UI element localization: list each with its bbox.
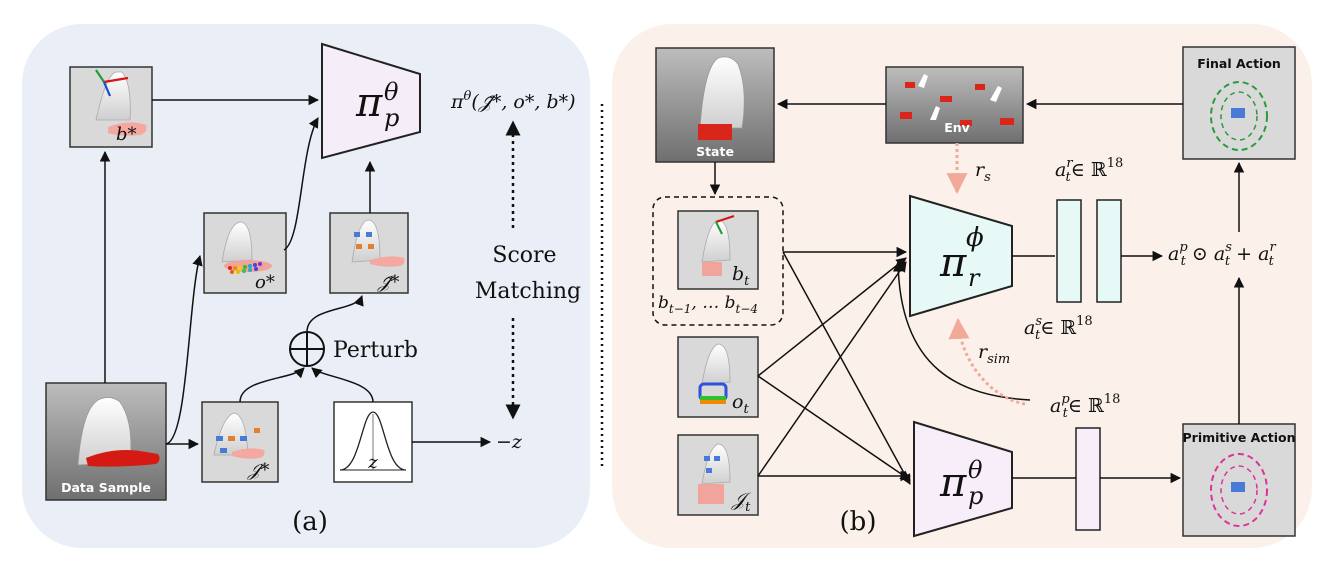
svg-text:π: π bbox=[939, 240, 967, 286]
perturb-sum-node bbox=[289, 331, 325, 367]
svg-text:ϕ: ϕ bbox=[966, 223, 984, 253]
perturb-label: Perturb bbox=[333, 338, 418, 363]
action-bar-residual-r bbox=[1096, 199, 1122, 303]
svg-text:p: p bbox=[968, 482, 983, 510]
panel-a: b* Data Sample o* bbox=[22, 24, 590, 548]
r-sim-label: rsim bbox=[978, 341, 1010, 367]
b-history-label: bt−1, … bt−4 bbox=[658, 293, 758, 316]
b-t-thumbnail: bt bbox=[677, 210, 759, 290]
policy-pi-r-phi: π ϕ r bbox=[909, 194, 1013, 318]
state-thumbnail: State bbox=[655, 47, 775, 163]
svg-text:θ: θ bbox=[384, 78, 399, 106]
o-t-label: ot bbox=[732, 391, 749, 417]
o-star-thumbnail: o* bbox=[203, 212, 287, 294]
action-bar-residual-s bbox=[1056, 199, 1082, 303]
r-s-label: rs bbox=[975, 159, 991, 185]
svg-text:π: π bbox=[355, 80, 383, 126]
j-tilde-star-thumbnail: 𝒥̃* bbox=[329, 212, 409, 294]
b-star-label: b* bbox=[116, 124, 137, 145]
policy-output-expression: πθ(𝒥̃*, o*, b*) bbox=[450, 89, 576, 113]
svg-text:θ: θ bbox=[968, 456, 983, 484]
reward-arrow-sim bbox=[948, 317, 1026, 406]
o-star-label: o* bbox=[255, 272, 275, 293]
gaussian-noise-thumbnail: z bbox=[333, 401, 413, 483]
data-sample-label: Data Sample bbox=[61, 480, 151, 495]
svg-text:p: p bbox=[384, 104, 399, 132]
panel-b-edges bbox=[709, 98, 1245, 485]
panel-a-edges bbox=[99, 94, 492, 450]
point-cloud bbox=[228, 262, 262, 274]
svg-text:π: π bbox=[939, 460, 967, 506]
j-star-label: 𝒥* bbox=[247, 460, 269, 481]
z-label: z bbox=[367, 452, 378, 473]
env-thumbnail: Env bbox=[885, 66, 1024, 144]
policy-pi-p-theta-a: π θ p bbox=[321, 42, 421, 160]
panel-b: State Env Final Action bbox=[612, 24, 1312, 548]
final-action-label: Final Action bbox=[1197, 56, 1281, 71]
state-label: State bbox=[696, 144, 734, 159]
final-action-thumbnail: Final Action bbox=[1182, 46, 1296, 160]
data-sample-thumbnail: Data Sample bbox=[45, 382, 167, 501]
svg-text:r: r bbox=[968, 264, 981, 292]
j-star-thumbnail: 𝒥* bbox=[201, 401, 279, 483]
b-star-thumbnail: b* bbox=[69, 66, 153, 148]
policy-pi-p-theta-b: π θ p bbox=[913, 420, 1013, 538]
panel-b-caption: (b) bbox=[840, 507, 877, 537]
panel-a-caption: (a) bbox=[292, 507, 328, 537]
neg-z-label: −z bbox=[496, 431, 523, 453]
env-label: Env bbox=[944, 120, 970, 135]
b-t-label: bt bbox=[732, 263, 750, 289]
j-tilde-star-label: 𝒥̃* bbox=[377, 272, 399, 293]
history-dashed-box bbox=[652, 196, 784, 326]
j-t-thumbnail: 𝒥t bbox=[677, 434, 759, 516]
action-bar-primitive bbox=[1075, 427, 1101, 531]
primitive-action-thumbnail: Primitive Action bbox=[1182, 423, 1296, 537]
score-matching-label: Score Matching bbox=[475, 243, 581, 304]
primitive-action-label: Primitive Action bbox=[1183, 430, 1296, 445]
o-t-thumbnail: ot bbox=[677, 336, 759, 418]
